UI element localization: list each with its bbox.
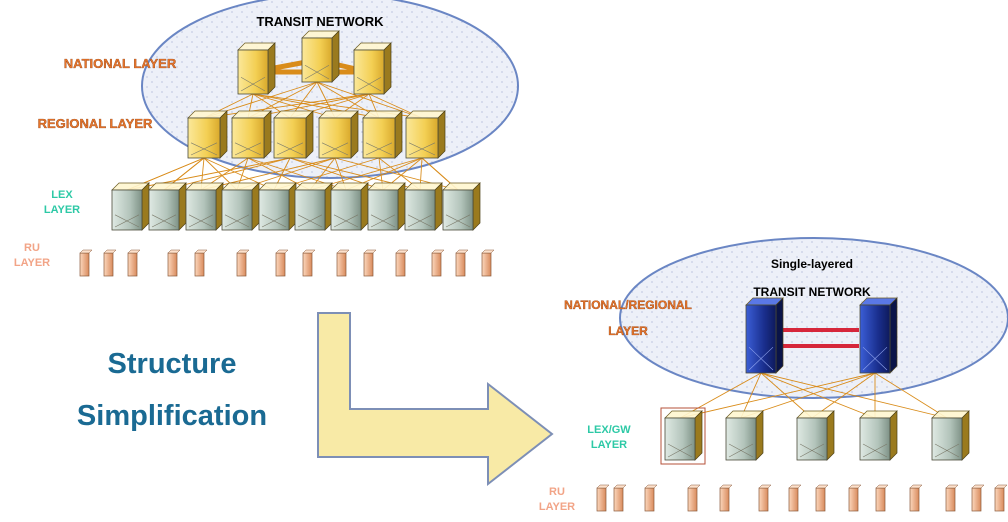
ru-unit: [945, 484, 959, 512]
ru-unit: [909, 484, 923, 512]
lexgw-layer-label-1: LEX/GW: [587, 424, 631, 436]
ru-unit: [395, 249, 409, 277]
natreg-layer-label-2: LAYER: [608, 324, 648, 338]
regional-node: [273, 110, 314, 159]
regional-node: [187, 110, 228, 159]
ru-unit: [994, 484, 1008, 512]
nat-reg-link: [203, 93, 370, 119]
ru-unit: [719, 484, 733, 512]
simplification-block: Structure Simplification: [77, 312, 554, 487]
ru-unit: [596, 484, 610, 512]
core-lexgw-link: [874, 372, 948, 419]
regional-layer-label: REGIONAL LAYER: [38, 116, 153, 131]
ru-unit: [875, 484, 889, 512]
lex-layer-label-2: LAYER: [44, 204, 80, 216]
core-lexgw-link: [679, 372, 762, 419]
ru-unit: [455, 249, 469, 277]
national-node: [237, 42, 276, 95]
national-layer-label: NATIONAL LAYER: [64, 56, 177, 71]
top-title: TRANSIT NETWORK: [256, 14, 384, 29]
ru-unit: [236, 249, 250, 277]
lex-node: [148, 182, 187, 231]
ru-unit: [363, 249, 377, 277]
regional-node: [318, 110, 359, 159]
lexgw-node: [796, 410, 835, 461]
ru-unit: [687, 484, 701, 512]
lexgw-node: [931, 410, 970, 461]
lex-node: [442, 182, 481, 231]
ru-unit: [167, 249, 181, 277]
simplification-text: Simplification: [77, 400, 267, 432]
ru-unit: [336, 249, 350, 277]
lex-node: [185, 182, 224, 231]
top-network: TRANSIT NETWORK NATIONAL LAYER REGIONAL …: [14, 0, 519, 277]
ru-layer-label-2: LAYER: [14, 257, 50, 269]
reg-lex-link: [247, 157, 311, 191]
core-node: [859, 297, 898, 374]
reg-lex-link: [203, 157, 275, 191]
single-layered-title: Single-layered: [771, 257, 853, 271]
bottom-transit-ellipse: [619, 237, 1008, 399]
regional-node: [405, 110, 446, 159]
ru-unit: [788, 484, 802, 512]
ru-unit: [302, 249, 316, 277]
ru-unit: [275, 249, 289, 277]
ru-unit: [127, 249, 141, 277]
ru-unit: [194, 249, 208, 277]
lex-node: [111, 182, 150, 231]
national-node: [353, 42, 392, 95]
ru-unit: [971, 484, 985, 512]
lex-node: [258, 182, 297, 231]
core-lexgw-link: [811, 372, 876, 419]
ru-unit: [644, 484, 658, 512]
lex-node: [404, 182, 443, 231]
lex-node: [367, 182, 406, 231]
bottom-transit-title: TRANSIT NETWORK: [753, 285, 871, 299]
core-lexgw-link: [760, 372, 876, 419]
ru-unit: [815, 484, 829, 512]
core-lexgw-link: [760, 372, 948, 419]
bottom-network: Single-layered TRANSIT NETWORK NATIONAL/…: [539, 237, 1008, 513]
core-lexgw-link: [760, 372, 813, 419]
core-lexgw-link: [740, 372, 762, 419]
ru-unit: [103, 249, 117, 277]
lexgw-node: [660, 407, 706, 465]
nat-reg-link: [316, 81, 423, 119]
national-node: [301, 30, 340, 83]
bottom-ru-label-1: RU: [549, 486, 565, 498]
bottom-links: [679, 328, 948, 419]
lex-node: [221, 182, 260, 231]
core-node: [745, 297, 784, 374]
lex-node: [330, 182, 369, 231]
structure-text: Structure: [108, 348, 237, 380]
bottom-ru-label-2: LAYER: [539, 501, 575, 513]
core-lexgw-link: [679, 372, 876, 419]
lexgw-node: [859, 410, 898, 461]
ru-unit: [481, 249, 495, 277]
ru-unit: [758, 484, 772, 512]
ru-unit: [613, 484, 627, 512]
ru-unit: [848, 484, 862, 512]
bottom-ru-units: [596, 484, 1008, 512]
bottom-nodes: [660, 297, 970, 465]
lexgw-layer-label-2: LAYER: [591, 439, 627, 451]
ru-unit: [431, 249, 445, 277]
lex-layer-label-1: LEX: [51, 189, 73, 201]
regional-node: [362, 110, 403, 159]
lex-node: [294, 182, 333, 231]
top-ru-units: [79, 249, 495, 277]
ru-unit: [79, 249, 93, 277]
regional-node: [231, 110, 272, 159]
top-nodes: [111, 30, 481, 231]
ru-layer-label-1: RU: [24, 242, 40, 254]
lexgw-node: [725, 410, 764, 461]
simplification-arrow: [317, 312, 554, 487]
natreg-layer-label-1: NATIONAL/REGIONAL: [564, 298, 692, 312]
